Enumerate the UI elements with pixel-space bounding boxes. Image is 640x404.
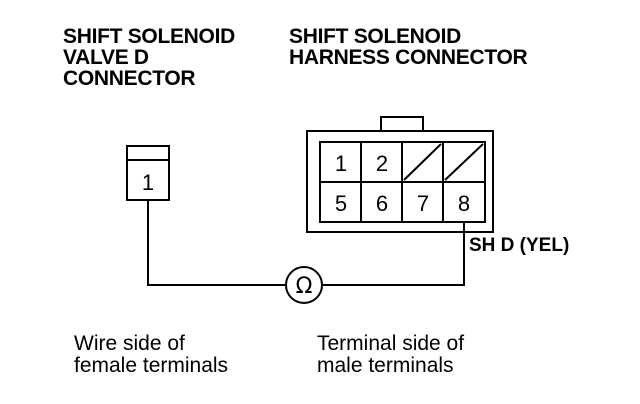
right-caption-line-2: male terminals xyxy=(317,354,454,377)
ohmmeter-icon: Ω xyxy=(285,266,323,304)
empty-cavity-4-slash xyxy=(444,143,484,181)
right-connector: 1 2 5 6 7 8 xyxy=(306,116,494,233)
ohmmeter-circle xyxy=(285,266,323,304)
pin-1: 1 xyxy=(335,151,347,176)
left-title-line-3: CONNECTOR xyxy=(63,67,195,90)
pin-8: 8 xyxy=(458,191,470,216)
ohm-symbol: Ω xyxy=(296,274,313,299)
pin-7: 7 xyxy=(417,191,429,216)
left-connector: 1 xyxy=(126,145,170,201)
right-connector-lock-tab xyxy=(380,116,424,132)
right-title-line-2: HARNESS CONNECTOR xyxy=(289,46,528,69)
right-title-line-1: SHIFT SOLENOID xyxy=(289,25,461,48)
wire-label: SH D (YEL) xyxy=(469,235,569,256)
left-caption-line-2: female terminals xyxy=(74,354,228,377)
left-connector-pin-1: 1 xyxy=(142,170,154,195)
empty-cavity-3-slash xyxy=(403,143,442,181)
pin-5: 5 xyxy=(335,191,347,216)
left-test-lead xyxy=(147,200,286,286)
left-caption-line-1: Wire side of xyxy=(74,332,185,355)
pin-6: 6 xyxy=(376,191,388,216)
left-title-line-2: VALVE D xyxy=(63,46,149,69)
pin-2: 2 xyxy=(376,151,388,176)
left-title-line-1: SHIFT SOLENOID xyxy=(63,25,235,48)
right-caption-line-1: Terminal side of xyxy=(317,332,464,355)
right-test-lead xyxy=(323,222,465,286)
